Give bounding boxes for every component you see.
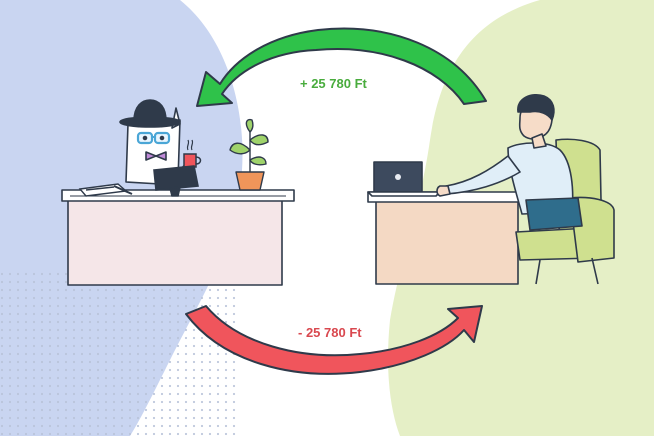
incoming-arrow <box>196 27 487 107</box>
coffee-mug <box>183 139 202 168</box>
right-desk <box>367 191 527 285</box>
papers-on-desk <box>78 183 133 197</box>
incoming-amount-label: + 25 780 Ft <box>300 76 367 91</box>
outgoing-arrow <box>185 305 483 375</box>
outgoing-amount-label: - 25 780 Ft <box>298 325 362 340</box>
left-desk <box>61 189 295 286</box>
potted-plant <box>229 118 269 191</box>
man-character <box>436 94 583 231</box>
tablet <box>153 165 199 197</box>
dot-pattern <box>0 270 240 436</box>
laptop <box>367 161 441 197</box>
